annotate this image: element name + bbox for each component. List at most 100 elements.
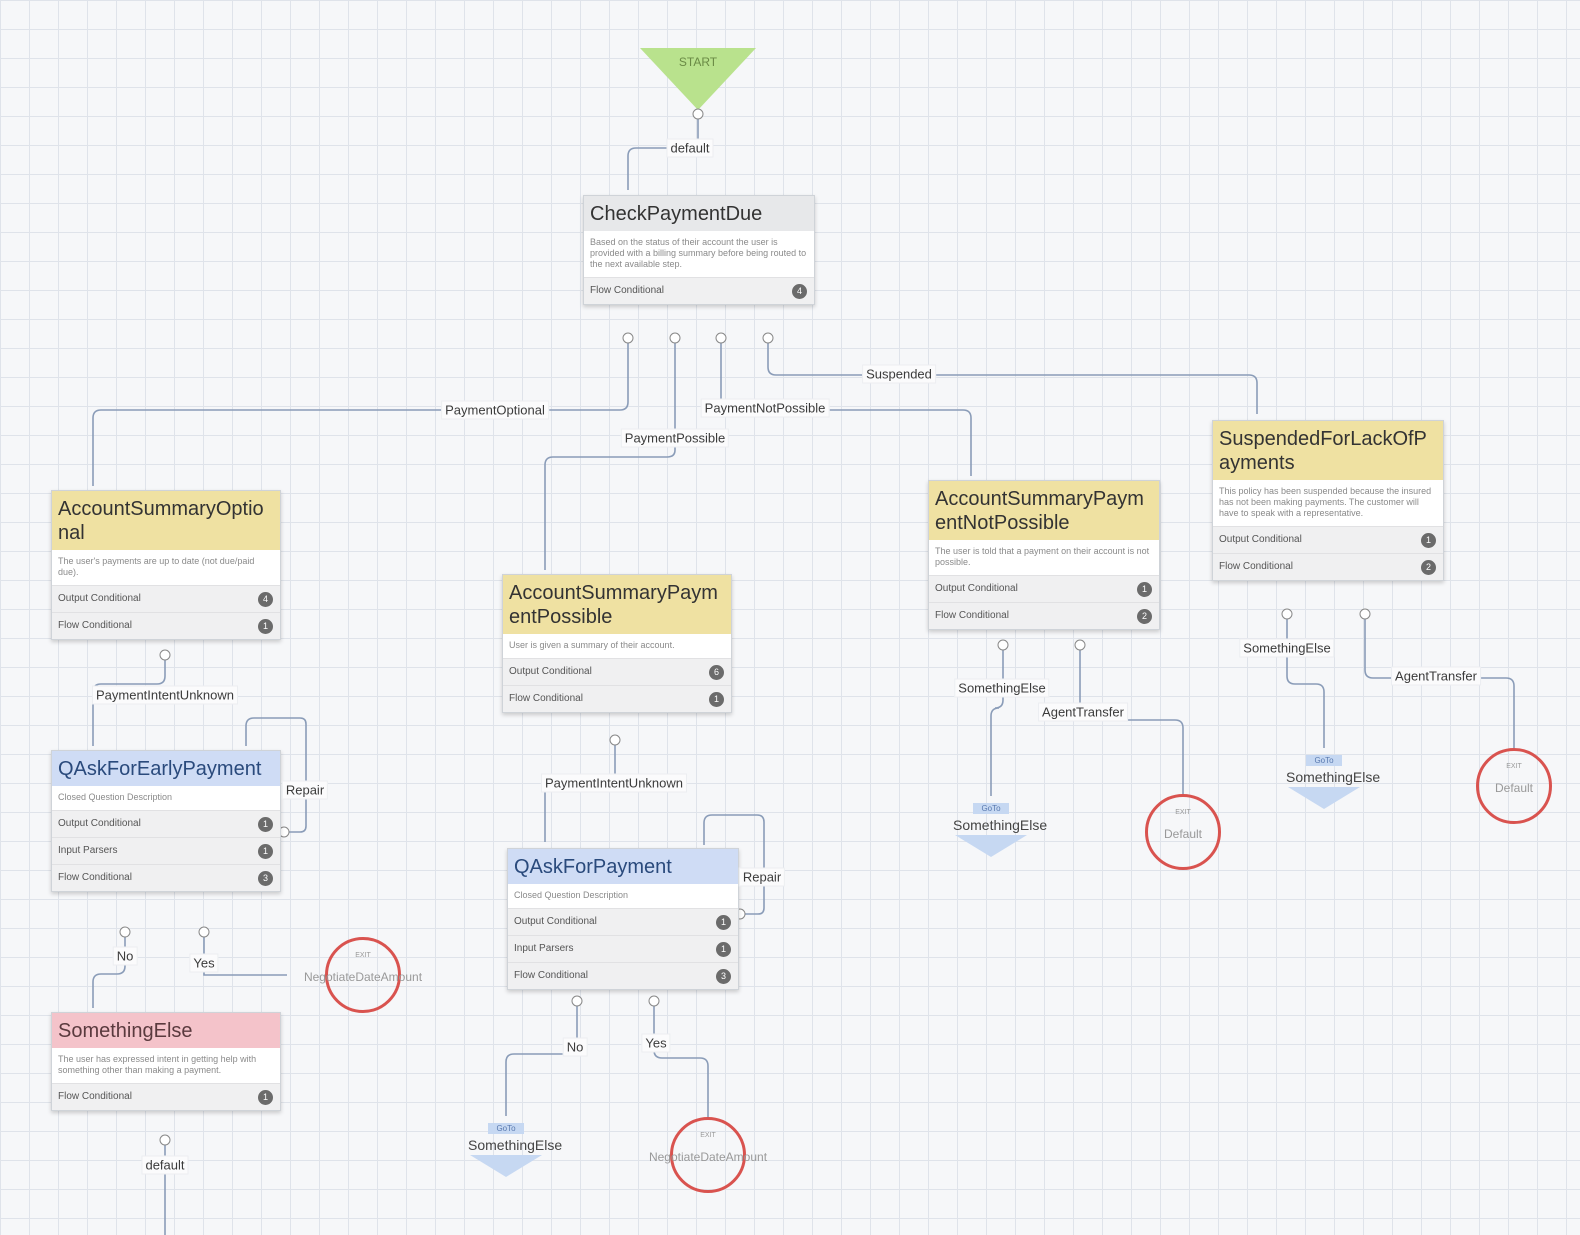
- start-node[interactable]: [640, 48, 756, 110]
- exit-node-default[interactable]: EXIT Default: [1476, 748, 1552, 824]
- port[interactable]: [198, 926, 210, 938]
- edge-label-suspended[interactable]: Suspended: [862, 364, 936, 384]
- edge-label-payment-optional[interactable]: PaymentOptional: [441, 400, 549, 420]
- goto-tag: GoTo: [1306, 755, 1342, 766]
- port[interactable]: [159, 1134, 171, 1146]
- exit-target: Default: [1494, 781, 1534, 795]
- port[interactable]: [715, 332, 727, 344]
- node-title: CheckPaymentDue: [584, 196, 814, 231]
- port[interactable]: [692, 108, 704, 120]
- goto-node-something-else[interactable]: GoTo SomethingElse: [468, 1118, 563, 1177]
- goto-target: SomethingElse: [468, 1137, 563, 1153]
- port[interactable]: [1281, 608, 1293, 620]
- node-description: Based on the status of their account the…: [590, 237, 807, 269]
- row-label: Output Conditional: [58, 818, 141, 829]
- goto-arrow-icon: [1288, 787, 1360, 809]
- port[interactable]: [609, 734, 621, 746]
- count-badge: 6: [709, 665, 724, 680]
- row-label: Flow Conditional: [590, 285, 664, 296]
- edge-label-something-else[interactable]: SomethingElse: [1239, 638, 1335, 658]
- output-conditional-row[interactable]: Output Conditional 1: [52, 810, 280, 837]
- edge-label-payment-not-possible[interactable]: PaymentNotPossible: [700, 398, 830, 418]
- count-badge: 1: [1421, 533, 1436, 548]
- node-check-payment-due[interactable]: CheckPaymentDue Based on the status of t…: [583, 195, 815, 305]
- row-label: Flow Conditional: [935, 610, 1009, 621]
- goto-node-something-else[interactable]: GoTo SomethingElse: [953, 798, 1048, 857]
- input-parsers-row[interactable]: Input Parsers 1: [52, 837, 280, 864]
- exit-target: Default: [1163, 827, 1203, 841]
- row-label: Flow Conditional: [514, 970, 588, 981]
- count-badge: 1: [709, 692, 724, 707]
- node-description: This policy has been suspended because t…: [1219, 486, 1432, 518]
- exit-tag: EXIT: [355, 952, 371, 959]
- edge-label-yes[interactable]: Yes: [641, 1033, 671, 1053]
- node-description: The user is told that a payment on their…: [935, 546, 1150, 567]
- node-suspended-for-lack-of-payments[interactable]: SuspendedForLackOfPayments This policy h…: [1212, 420, 1444, 581]
- node-q-ask-for-payment[interactable]: QAskForPayment Closed Question Descripti…: [507, 848, 739, 990]
- count-badge: 1: [1137, 582, 1152, 597]
- goto-node-something-else[interactable]: GoTo SomethingElse: [1286, 750, 1380, 809]
- output-conditional-row[interactable]: Output Conditional 1: [1213, 526, 1443, 553]
- connector-repair-pay: [703, 814, 765, 915]
- edge-label-yes[interactable]: Yes: [189, 953, 219, 973]
- goto-target: SomethingElse: [953, 817, 1048, 833]
- edge-label-default[interactable]: default: [666, 138, 714, 158]
- node-title: QAskForEarlyPayment: [52, 751, 280, 786]
- edge-label-payment-intent-unknown[interactable]: PaymentIntentUnknown: [540, 773, 688, 793]
- edge-label-agent-transfer[interactable]: AgentTransfer: [1038, 702, 1128, 722]
- node-q-ask-for-early-payment[interactable]: QAskForEarlyPayment Closed Question Desc…: [51, 750, 281, 892]
- port[interactable]: [622, 332, 634, 344]
- port[interactable]: [648, 995, 660, 1007]
- node-title: SomethingElse: [52, 1013, 280, 1048]
- node-title: AccountSummaryOptional: [52, 491, 280, 550]
- port[interactable]: [119, 926, 131, 938]
- port[interactable]: [159, 649, 171, 661]
- port[interactable]: [762, 332, 774, 344]
- connector-payment-possible: [544, 338, 676, 570]
- port[interactable]: [669, 332, 681, 344]
- edge-label-payment-intent-unknown[interactable]: PaymentIntentUnknown: [91, 685, 239, 705]
- node-title: AccountSummaryPaymentPossible: [503, 575, 731, 634]
- port[interactable]: [571, 995, 583, 1007]
- count-badge: 1: [258, 844, 273, 859]
- exit-node-default[interactable]: EXIT Default: [1145, 794, 1221, 870]
- node-account-summary-payment-possible[interactable]: AccountSummaryPaymentPossible User is gi…: [502, 574, 732, 713]
- exit-node-negotiate-date-amount[interactable]: EXIT NegotiateDateAmount: [304, 937, 422, 1013]
- edge-label-payment-possible[interactable]: PaymentPossible: [620, 428, 730, 448]
- exit-node-negotiate-date-amount[interactable]: EXIT NegotiateDateAmount: [649, 1117, 767, 1193]
- port[interactable]: [1359, 608, 1371, 620]
- row-label: Output Conditional: [1219, 534, 1302, 545]
- node-description: User is given a summary of their account…: [509, 640, 675, 650]
- edge-label-something-else[interactable]: SomethingElse: [954, 678, 1050, 698]
- edge-label-no[interactable]: No: [562, 1037, 588, 1057]
- port[interactable]: [1074, 639, 1086, 651]
- port[interactable]: [997, 639, 1009, 651]
- node-description: Closed Question Description: [514, 890, 629, 900]
- count-badge: 1: [258, 817, 273, 832]
- node-something-else[interactable]: SomethingElse The user has expressed int…: [51, 1012, 281, 1111]
- row-label: Input Parsers: [58, 845, 118, 856]
- node-account-summary-optional[interactable]: AccountSummaryOptional The user's paymen…: [51, 490, 281, 640]
- edge-label-no[interactable]: No: [112, 946, 138, 966]
- edge-label-default[interactable]: default: [141, 1155, 189, 1175]
- count-badge: 1: [716, 915, 731, 930]
- edge-label-repair[interactable]: Repair: [738, 867, 786, 887]
- edge-label-repair[interactable]: Repair: [281, 780, 329, 800]
- node-account-summary-payment-not-possible[interactable]: AccountSummaryPaymentNotPossible The use…: [928, 480, 1160, 630]
- connector-no-early: [92, 930, 126, 1008]
- edge-label-agent-transfer[interactable]: AgentTransfer: [1391, 666, 1481, 686]
